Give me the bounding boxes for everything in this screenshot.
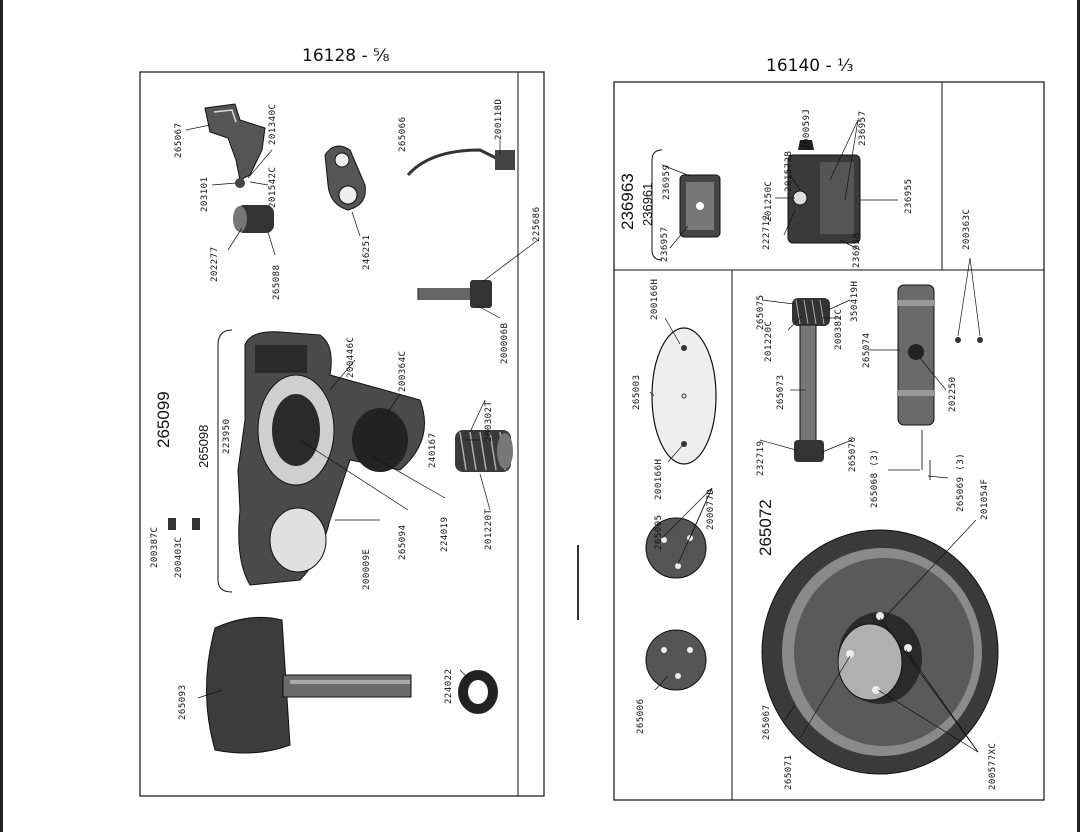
right-leader-lines	[649, 119, 981, 753]
label-225686: 225686	[532, 206, 542, 242]
label-200118D: 200118D	[494, 98, 504, 140]
left-subassembly-number: 265098	[196, 424, 211, 468]
label-200446C: 200446C	[346, 336, 356, 378]
cover-number-236961: 236961	[640, 182, 655, 226]
cover-plate-large	[787, 140, 861, 244]
label-200364C: 200364C	[398, 350, 408, 392]
screw-203101	[235, 178, 245, 188]
group-bracket-265098	[217, 329, 233, 593]
label-265074: 265074	[862, 332, 872, 368]
right-page-header: 16140 - ¹⁄₃	[766, 56, 854, 76]
bolt-part	[417, 280, 492, 308]
label-246251: 246251	[362, 234, 372, 270]
clip-200118D	[495, 150, 515, 170]
label-236957-large: 236957	[858, 110, 868, 146]
label-232719: 232719	[756, 440, 766, 476]
oval-plate	[651, 327, 717, 465]
bracket-part	[204, 103, 266, 181]
cover-plate-small	[679, 174, 721, 238]
pin-200363C-b	[977, 337, 983, 343]
label-223950: 223950	[222, 418, 232, 454]
label-200006B: 200006B	[500, 322, 510, 364]
housing-part	[237, 331, 425, 586]
cylinder-part	[897, 284, 935, 426]
washer-part	[458, 670, 498, 714]
label-222712: 222712	[762, 214, 772, 250]
label-200009E: 200009E	[362, 548, 372, 590]
label-224019: 224019	[440, 516, 450, 552]
label-201220C: 201220C	[764, 320, 774, 362]
label-265094: 265094	[398, 524, 408, 560]
label-265006: 265006	[636, 698, 646, 734]
label-224022: 224022	[444, 668, 454, 704]
label-200387C: 200387C	[150, 526, 160, 568]
label-236958: 236958	[852, 232, 862, 268]
label-265073: 265073	[776, 374, 786, 410]
gear-part	[455, 430, 513, 472]
pin-200403C	[192, 518, 200, 530]
right-assembly-number: 265072	[756, 499, 775, 556]
scan-edge-right	[1077, 0, 1080, 832]
label-265071: 265071	[784, 754, 794, 790]
label-265003: 265003	[632, 374, 642, 410]
label-236955: 236955	[904, 178, 914, 214]
pin-200363C-a	[955, 337, 961, 343]
label-202250: 202250	[948, 376, 958, 412]
label-236957-small: 236957	[660, 226, 670, 262]
pin-200387C	[168, 518, 176, 530]
label-265088: 265088	[272, 264, 282, 300]
left-leader-lines	[185, 124, 539, 699]
label-200403C: 200403C	[174, 536, 184, 578]
left-assembly-number: 265099	[154, 391, 173, 448]
label-350419H: 350419H	[850, 280, 860, 322]
label-240167: 240167	[428, 432, 438, 468]
label-200363C: 200363C	[962, 208, 972, 250]
label-200077D: 200077D	[706, 488, 716, 530]
scan-edge-left	[0, 0, 3, 832]
pulley-part	[761, 529, 999, 775]
label-265005: 265005	[654, 514, 664, 550]
left-page-header: 16128 - ⁵⁄₈	[302, 46, 390, 66]
group-bracket-236963	[651, 149, 663, 261]
label-200577XC: 200577XC	[988, 742, 998, 790]
label-236959: 236959	[662, 164, 672, 200]
label-201220T: 201220T	[484, 508, 494, 550]
label-202277: 202277	[210, 246, 220, 282]
label-265093: 265093	[178, 684, 188, 720]
collar-part	[233, 205, 274, 233]
label-265068: 265068 (3)	[870, 448, 880, 508]
wire-part	[406, 148, 501, 177]
label-200059J: 200059J	[802, 108, 812, 150]
label-200166H-top: 200166H	[650, 278, 660, 320]
label-265067-pulley: 265067	[762, 704, 772, 740]
label-201340C: 201340C	[268, 103, 278, 145]
left-panel-frame	[139, 71, 545, 797]
label-201572B: 201572B	[784, 150, 794, 192]
disc-plate-2	[645, 629, 707, 691]
label-265066: 265066	[398, 116, 408, 152]
label-203101: 203101	[200, 176, 210, 212]
label-265067: 265067	[174, 122, 184, 158]
right-panel-frame	[613, 81, 1045, 801]
link-part	[324, 145, 366, 211]
label-200166H-bottom: 200166H	[654, 458, 664, 500]
shaft-part	[206, 616, 412, 754]
label-265069: 265069 (3)	[956, 452, 966, 512]
disc-plate-1	[645, 517, 707, 579]
label-201054F: 201054F	[980, 478, 990, 520]
label-200302T: 200302T	[484, 400, 494, 442]
label-200382C: 200382C	[834, 308, 844, 350]
cover-number-236963: 236963	[618, 173, 637, 230]
gear-shaft-part	[792, 298, 830, 462]
label-201542C: 201542C	[268, 166, 278, 208]
label-265070: 265070	[848, 436, 858, 472]
